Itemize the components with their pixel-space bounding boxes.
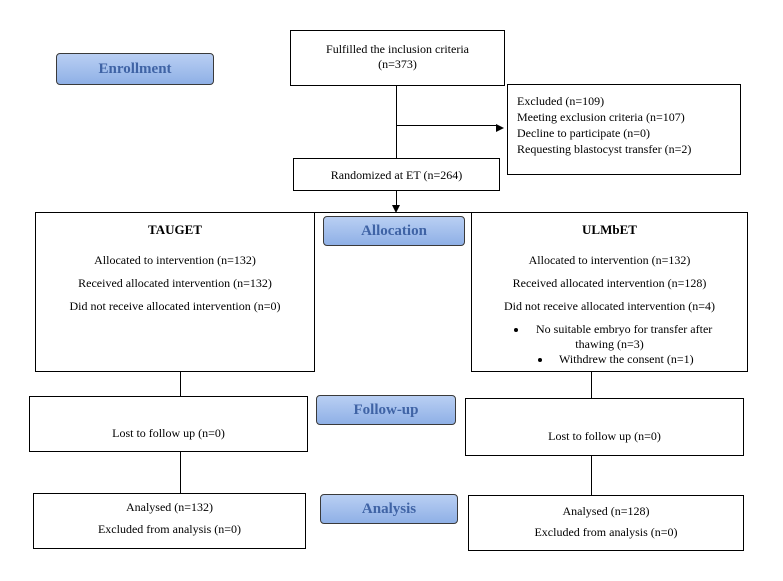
right-arm-line: Received allocated intervention (n=128) (512, 276, 707, 290)
box-right-allocation: ULMbET Allocated to intervention (n=132)… (471, 212, 748, 372)
connector-randomized-down (396, 191, 398, 207)
left-arm-line: Did not receive allocated intervention (… (69, 299, 281, 313)
box-left-allocation: TAUGET Allocated to intervention (n=132)… (35, 212, 315, 372)
connector-right-allocation-to-followup (591, 372, 593, 398)
excluded-item: Requesting blastocyst transfer (n=2) (517, 142, 692, 156)
bullet-dot (538, 358, 542, 362)
box-right-analysis: Analysed (n=128) Excluded from analysis … (468, 495, 744, 551)
connector-top-to-randomized (396, 86, 398, 158)
left-arm-line: Received allocated intervention (n=132) (78, 276, 272, 290)
left-analysis-line: Excluded from analysis (n=0) (97, 522, 242, 536)
stage-enrollment: Enrollment (56, 53, 214, 85)
stage-allocation: Allocation (323, 216, 465, 246)
left-arm-title: TAUGET (148, 222, 202, 237)
connector-left-allocation-to-followup (180, 372, 182, 396)
box-left-followup: Lost to follow up (n=0) (29, 396, 308, 452)
inclusion-line-2: (n=373) (378, 57, 417, 71)
randomized-label: Randomized at ET (n=264) (330, 168, 463, 182)
inclusion-line-1: Fulfilled the inclusion criteria (326, 42, 469, 56)
right-arm-line: Did not receive allocated intervention (… (503, 299, 716, 313)
box-left-analysis: Analysed (n=132) Excluded from analysis … (33, 493, 306, 549)
right-arm-title: ULMbET (582, 222, 637, 237)
arrowhead-allocation (392, 205, 400, 213)
right-bullet-1: No suitable embryo for transfer after (536, 322, 713, 336)
left-arm-line: Allocated to intervention (n=132) (94, 253, 256, 267)
excluded-title: Excluded (n=109) (517, 94, 605, 108)
right-analysis-line: Analysed (n=128) (562, 504, 650, 518)
stage-analysis: Analysis (320, 494, 458, 524)
right-followup-label: Lost to follow up (n=0) (548, 429, 661, 443)
left-analysis-line: Analysed (n=132) (125, 500, 214, 514)
stage-followup: Follow-up (316, 395, 456, 425)
connector-left-followup-to-analysis (180, 452, 182, 493)
box-randomized: Randomized at ET (n=264) (293, 158, 500, 191)
excluded-item: Decline to participate (n=0) (517, 126, 651, 140)
connector-to-excluded (396, 125, 498, 127)
connector-right-followup-to-analysis (591, 456, 593, 495)
bullet-dot (514, 328, 518, 332)
box-excluded: Excluded (n=109) Meeting exclusion crite… (507, 84, 741, 175)
box-right-followup: Lost to follow up (n=0) (465, 398, 744, 456)
connector-horizontal-split (315, 212, 471, 214)
arrowhead-excluded (496, 124, 504, 132)
left-followup-label: Lost to follow up (n=0) (112, 426, 225, 440)
right-analysis-line: Excluded from analysis (n=0) (534, 525, 678, 539)
box-inclusion: Fulfilled the inclusion criteria (n=373) (290, 30, 505, 86)
right-bullet-2: Withdrew the consent (n=1) (559, 352, 694, 366)
right-arm-line: Allocated to intervention (n=132) (528, 253, 691, 267)
right-bullet-1-cont: thawing (n=3) (575, 337, 644, 351)
excluded-item: Meeting exclusion criteria (n=107) (517, 110, 685, 124)
